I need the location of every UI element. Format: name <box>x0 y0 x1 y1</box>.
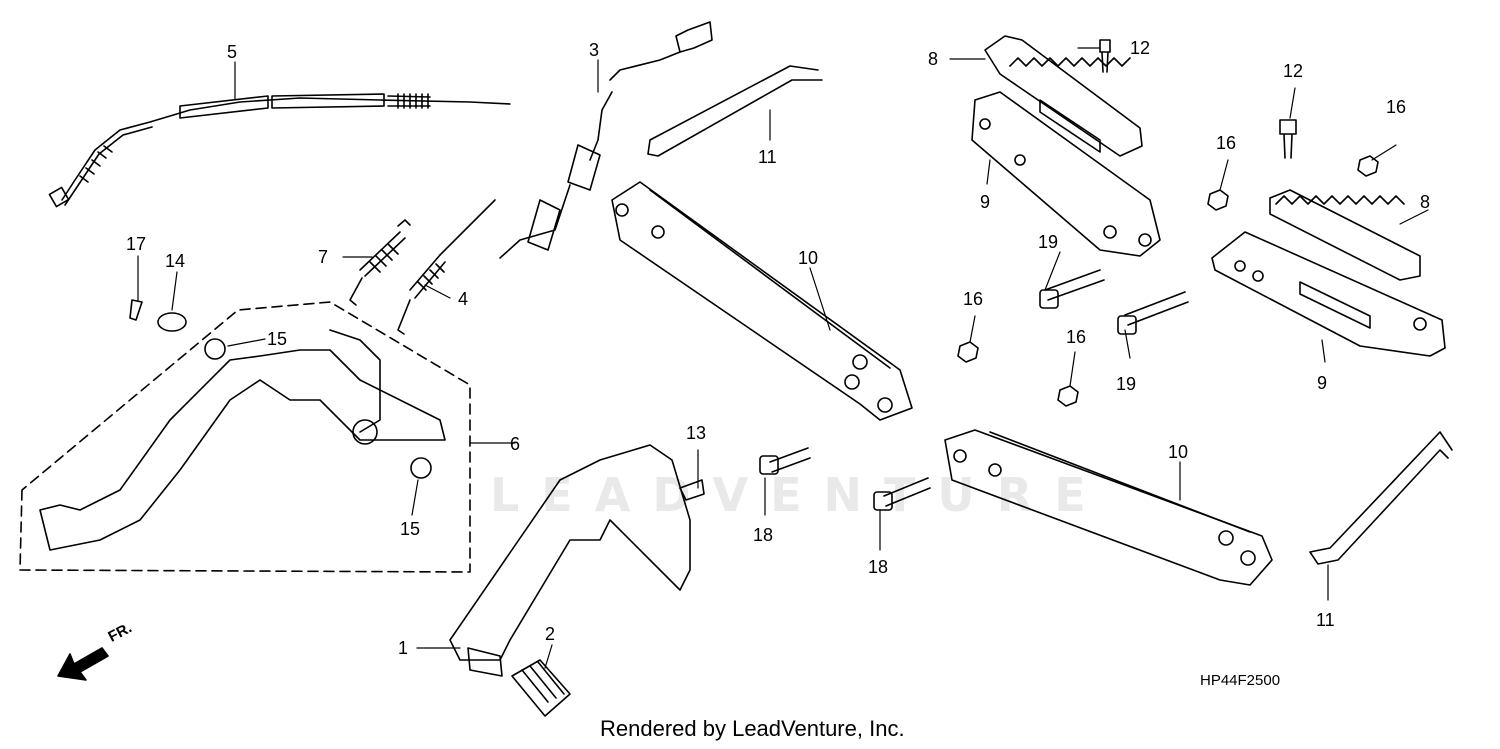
brake-pedal-part <box>19 301 471 573</box>
callout-4: 4 <box>458 289 468 309</box>
callout-9-upper: 9 <box>980 192 990 212</box>
brake-lever-part <box>449 444 691 717</box>
arm-lower-part <box>944 429 1273 586</box>
callout-18-a: 18 <box>753 525 773 545</box>
callout-8-lower: 8 <box>1420 192 1430 212</box>
footpeg-lower-part <box>1211 189 1446 357</box>
bolts-part <box>679 39 1297 511</box>
callout-14: 14 <box>165 251 185 271</box>
callout-16-a: 16 <box>1216 133 1236 153</box>
callout-16-d: 16 <box>1066 327 1086 347</box>
callout-16-c: 16 <box>963 289 983 309</box>
callout-5: 5 <box>227 42 237 62</box>
callout-labels: 5 3 7 4 11 8 12 9 16 12 16 8 19 19 9 10 … <box>126 38 1430 658</box>
washer-pin-part <box>129 299 187 332</box>
callout-11-lower: 11 <box>1316 610 1335 630</box>
brake-switch-part <box>499 21 713 259</box>
callout-1: 1 <box>398 638 408 658</box>
callout-9-lower: 9 <box>1317 373 1327 393</box>
callout-18-b: 18 <box>868 557 888 577</box>
callout-3: 3 <box>589 40 599 60</box>
callout-10-upper: 10 <box>798 248 818 268</box>
callout-13: 13 <box>686 423 706 443</box>
callout-19-lower: 19 <box>1116 374 1136 394</box>
callout-17: 17 <box>126 234 146 254</box>
leader-lines <box>137 47 1429 669</box>
callout-11-upper: 11 <box>758 147 777 167</box>
callout-6: 6 <box>510 434 520 454</box>
rod-lower-part <box>1309 431 1453 565</box>
front-direction-arrow <box>57 647 109 681</box>
callout-16-b: 16 <box>1386 97 1406 117</box>
callout-19-upper: 19 <box>1038 232 1058 252</box>
callout-12-upper: 12 <box>1130 38 1150 58</box>
nuts-part <box>957 155 1379 407</box>
watermark: LEADVENTURE <box>490 468 1108 522</box>
drawing-code: HP44F2500 <box>1200 672 1281 689</box>
callout-15-a: 15 <box>267 329 287 349</box>
callout-15-b: 15 <box>400 519 420 539</box>
arm-upper-part <box>611 181 913 421</box>
rod-upper-part <box>647 65 823 157</box>
callout-7: 7 <box>318 247 328 267</box>
callout-8-upper: 8 <box>928 49 938 69</box>
callout-10-lower: 10 <box>1168 442 1188 462</box>
render-credit: Rendered by LeadVenture, Inc. <box>600 716 905 741</box>
footpeg-upper-part <box>971 35 1161 257</box>
brake-cable-part <box>48 93 511 208</box>
callout-2: 2 <box>545 624 555 644</box>
callout-12-lower: 12 <box>1283 61 1303 81</box>
springs-part <box>349 199 496 335</box>
